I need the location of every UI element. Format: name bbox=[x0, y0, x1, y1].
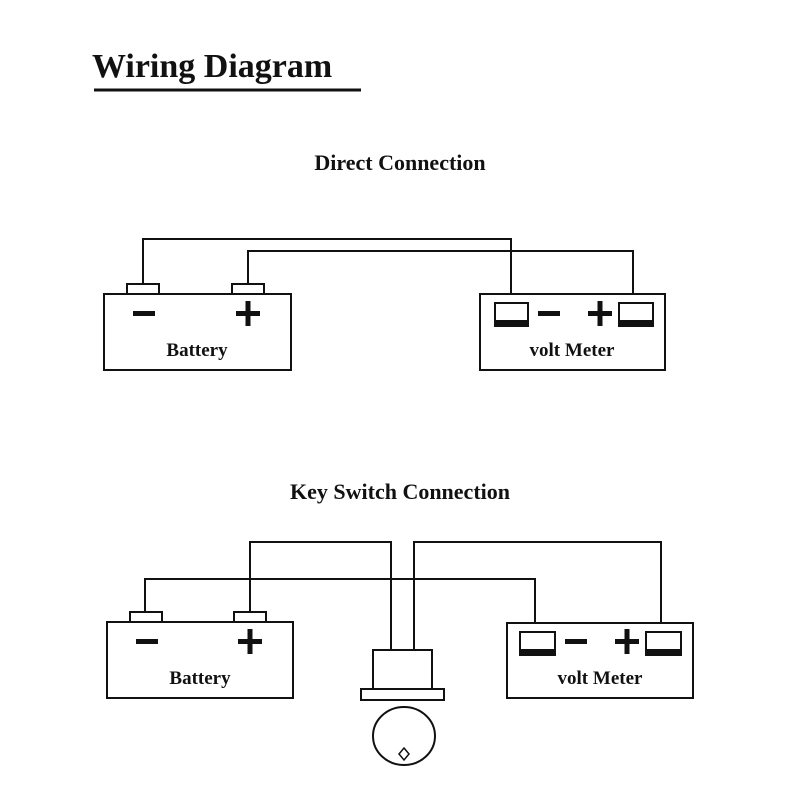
wire-battery-negative-to-meter-negative bbox=[144, 578, 536, 633]
minus-sign-icon bbox=[133, 311, 155, 316]
battery-box bbox=[106, 621, 294, 699]
wire-battery-positive-to-switch bbox=[249, 541, 392, 651]
battery-label: Battery bbox=[169, 668, 231, 689]
wire-switch-to-meter-positive bbox=[413, 541, 662, 651]
key-switch-flange bbox=[360, 688, 445, 701]
key-switch-connection-title: Key Switch Connection bbox=[290, 479, 510, 504]
wire-battery-negative-to-meter-negative bbox=[142, 238, 512, 303]
key-switch-icon bbox=[360, 649, 445, 766]
wire-battery-positive-to-meter-positive bbox=[247, 250, 634, 303]
volt-meter-label: volt Meter bbox=[558, 668, 643, 689]
minus-sign-icon bbox=[136, 639, 158, 644]
key-switch-body bbox=[372, 649, 433, 690]
battery-label: Battery bbox=[166, 340, 228, 361]
key-switch-knob bbox=[372, 706, 436, 766]
key-switch-connection-section: Key Switch Connection Battery bbox=[106, 479, 694, 766]
direct-connection-section: Direct Connection Battery bbox=[103, 150, 666, 371]
page-title: Wiring Diagram bbox=[92, 48, 332, 85]
meter-positive-terminal-base bbox=[646, 649, 681, 655]
battery-direct: Battery bbox=[103, 283, 292, 371]
plus-sign-icon bbox=[615, 629, 639, 654]
battery-key-switch: Battery bbox=[106, 611, 294, 699]
meter-negative-terminal-base bbox=[495, 320, 528, 326]
plus-sign-icon bbox=[236, 301, 260, 326]
volt-meter-label: volt Meter bbox=[530, 340, 615, 361]
volt-meter-key-switch: volt Meter bbox=[506, 622, 694, 699]
meter-positive-terminal-base bbox=[619, 320, 653, 326]
direct-connection-title: Direct Connection bbox=[314, 150, 485, 175]
minus-sign-icon bbox=[538, 311, 560, 316]
key-slot-icon bbox=[398, 746, 410, 762]
meter-negative-terminal-base bbox=[520, 649, 555, 655]
minus-sign-icon bbox=[565, 639, 587, 644]
plus-sign-icon bbox=[588, 301, 612, 326]
battery-box bbox=[103, 293, 292, 371]
volt-meter-direct: volt Meter bbox=[479, 293, 666, 371]
plus-sign-icon bbox=[238, 629, 262, 654]
